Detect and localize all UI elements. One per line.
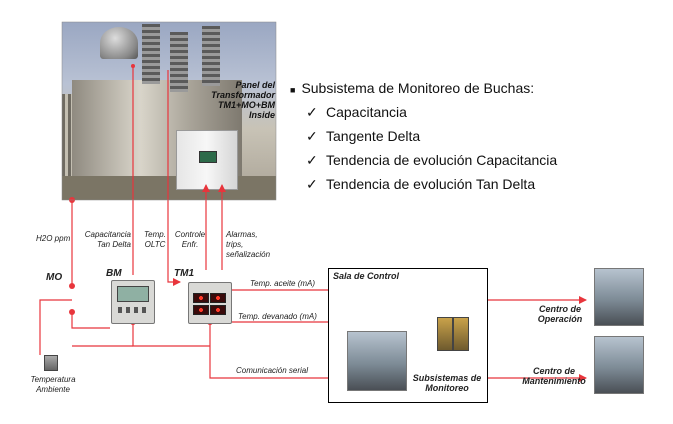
mo-label: MO — [46, 272, 63, 283]
bullets-title-text: Subsistema de Monitoreo de Buchas: — [301, 80, 535, 96]
maintenance-center-photo — [594, 336, 644, 394]
panel-label-line1: Panel del — [235, 80, 275, 90]
check-icon: ✓ — [306, 152, 318, 168]
centro-mantenimiento-label: Centro de Mantenimiento — [516, 366, 592, 386]
bullet-item: ✓ Tendencia de evolución Tan Delta — [290, 174, 557, 198]
temp-oltc-label-line2: OLTC — [144, 240, 166, 249]
square-bullet-icon: ■ — [290, 85, 296, 95]
temp-oltc-label: Temp. OLTC — [142, 230, 168, 250]
panel-label-line4: Inside — [248, 110, 275, 120]
bm-label: BM — [106, 268, 122, 279]
subsistemas-label: Subsistemas de Monitoreo — [409, 373, 485, 393]
centro-operacion-line2: Operación — [537, 314, 583, 324]
temp-aceite-label: Temp. aceite (mA) — [250, 279, 316, 288]
junction-dot — [69, 283, 75, 289]
sala-control-label: Sala de Control — [333, 271, 400, 281]
panel-label: Panel del Transformador TM1+MO+BM Inside — [150, 80, 275, 120]
controle-label-line1: Controle — [174, 230, 206, 239]
bullet-item: ✓ Capacitancia — [290, 102, 557, 126]
capacitancia-label-line2: Tan Delta — [97, 240, 131, 249]
tm1-label: TM1 — [174, 268, 194, 279]
temp-ambiente-label: Temperatura Ambiente — [28, 375, 78, 395]
temp-ambiente-label-line1: Temperatura — [30, 375, 76, 384]
alarmas-label: Alarmas, trips, señalización — [226, 230, 270, 260]
comunicacion-label: Comunicación serial — [236, 366, 309, 375]
capacitancia-label: Capacitancia Tan Delta — [83, 230, 131, 250]
alarmas-label-line3: señalización — [226, 250, 271, 259]
subsistemas-label-line2: Monitoreo — [425, 383, 469, 393]
alarmas-label-line2: trips, — [226, 240, 244, 249]
bullet-item-text: Tangente Delta — [326, 128, 421, 144]
controle-label: Controle Enfr. — [174, 230, 206, 250]
bullets-title: ■ Subsistema de Monitoreo de Buchas: — [290, 78, 557, 102]
h2o-label: H2O ppm — [36, 234, 71, 243]
monitor-device-icon — [437, 317, 453, 351]
temp-oltc-label-line1: Temp. — [144, 230, 166, 239]
operator-photo — [347, 331, 407, 391]
centro-operacion-label: Centro de Operación — [530, 304, 590, 324]
control-room-box: Sala de Control Subsistemas de Monitoreo — [328, 268, 488, 403]
ambient-sensor-icon — [44, 355, 58, 371]
subsistemas-label-line1: Subsistemas de — [412, 373, 482, 383]
panel-label-line2: Transformador — [211, 90, 275, 100]
bullet-item-text: Tendencia de evolución Tan Delta — [326, 176, 536, 192]
temp-oltc-line — [167, 70, 181, 286]
bullet-item: ✓ Tangente Delta — [290, 126, 557, 150]
temp-ambiente-label-line2: Ambiente — [36, 385, 70, 394]
comunicacion-line — [209, 322, 345, 382]
monitor-device-icon — [453, 317, 469, 351]
temp-devanado-label: Temp. devanado (mA) — [238, 312, 317, 321]
bullet-item-text: Tendencia de evolución Capacitancia — [326, 152, 558, 168]
check-icon: ✓ — [306, 128, 318, 144]
check-icon: ✓ — [306, 176, 318, 192]
bm-device — [111, 280, 155, 324]
bm-tm1-line — [132, 322, 210, 347]
tm1-device — [188, 282, 232, 324]
check-icon: ✓ — [306, 104, 318, 120]
ambient-line — [39, 299, 72, 355]
monitoring-bullets: ■ Subsistema de Monitoreo de Buchas: ✓ Cap… — [290, 78, 557, 198]
centro-mantenimiento-line2: Mantenimiento — [522, 376, 586, 386]
junction-dot — [69, 309, 75, 315]
controle-label-line2: Enfr. — [181, 240, 199, 249]
operation-center-photo — [594, 268, 644, 326]
transformer-photo — [62, 22, 276, 200]
capacitancia-label-line1: Capacitancia — [84, 230, 131, 239]
bullet-item-text: Capacitancia — [326, 104, 407, 120]
alarmas-label-line1: Alarmas, — [226, 230, 258, 239]
bullet-item: ✓ Tendencia de evolución Capacitancia — [290, 150, 557, 174]
junction-dot — [131, 64, 135, 68]
centro-operacion-line1: Centro de — [538, 304, 581, 314]
mo-bm-line — [71, 312, 110, 329]
centro-mantenimiento-line1: Centro de — [532, 366, 575, 376]
transformer-panel-cabinet — [176, 130, 238, 190]
panel-label-line3: TM1+MO+BM — [217, 100, 275, 110]
